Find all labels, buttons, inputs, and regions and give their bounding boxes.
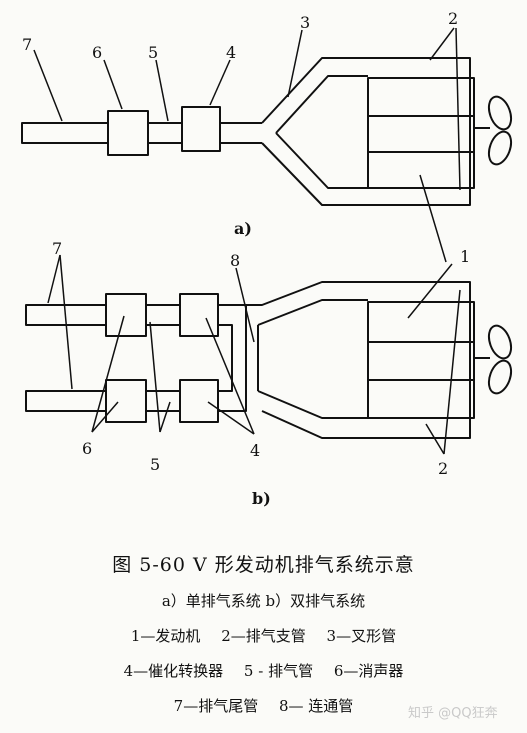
b-crossover-inner xyxy=(218,324,233,392)
b-manifold-outer xyxy=(246,281,471,439)
b-leader-6a xyxy=(91,315,125,433)
b-fan-blade xyxy=(487,359,513,395)
a-leader-6 xyxy=(103,59,123,110)
a-leader-2 xyxy=(429,27,455,61)
b-tailpipe-lower xyxy=(25,390,107,412)
a-tailpipe xyxy=(21,122,109,144)
exhaust-diagram: 7 6 5 4 3 2 a) 1 7 8 6 5 4 2 b) xyxy=(21,9,513,508)
b-converter-upper xyxy=(179,293,219,337)
b-muffler-upper xyxy=(105,293,147,337)
a-fork-inner xyxy=(275,75,368,189)
b-leader-4a xyxy=(205,317,255,435)
b-exhaust-pipe-upper xyxy=(145,304,181,326)
b-fan-blade xyxy=(487,324,513,360)
legend-line-1: 1—发动机 2—排气支管 3—叉形管 xyxy=(0,625,527,646)
legend-item: 2—排气支管 xyxy=(221,627,306,645)
b-exhaust-pipe-lower xyxy=(145,390,181,412)
b-leader-7b xyxy=(59,254,73,390)
label-5-a: 5 xyxy=(148,43,158,62)
a-fork-outer xyxy=(261,57,471,206)
label-4-a: 4 xyxy=(226,43,236,62)
b-engine-bank-bottom xyxy=(367,379,475,419)
label-2-b: 2 xyxy=(438,459,448,478)
a-leader-4 xyxy=(209,59,231,106)
label-8-b: 8 xyxy=(230,251,240,270)
watermark-text: 知乎 @QQ狂奔 xyxy=(408,706,498,721)
label-6-a: 6 xyxy=(92,43,102,62)
figure-subtitle: a）单排气系统 b）双排气系统 xyxy=(161,592,366,610)
legend-item: 4—催化转换器 xyxy=(123,662,224,680)
a-muffler xyxy=(107,110,149,156)
label-7-a: 7 xyxy=(22,35,32,54)
label-4-b: 4 xyxy=(250,441,260,460)
b-leader-1 xyxy=(407,263,453,319)
b-muffler-lower xyxy=(105,379,147,423)
figure-title: 图 5-60 V 形发动机排气系统示意 xyxy=(112,554,415,576)
legend-item: 7—排气尾管 xyxy=(173,697,259,715)
label-2-a: 2 xyxy=(448,9,458,28)
label-a: a) xyxy=(234,219,252,238)
a-leader-3 xyxy=(287,29,303,98)
diagram-b xyxy=(25,254,513,455)
b-leader-4b xyxy=(207,401,255,435)
a-leader-2b xyxy=(455,27,461,191)
b-manifold-inner xyxy=(257,299,368,419)
diagram-a xyxy=(21,27,513,263)
b-engine-bank-mid xyxy=(367,341,475,381)
a-exhaust-pipe xyxy=(147,122,183,144)
label-3-a: 3 xyxy=(300,13,310,32)
label-6-b: 6 xyxy=(82,439,92,458)
b-leader-2a xyxy=(443,289,461,455)
b-leader-6b xyxy=(91,401,119,433)
a-leader-1 xyxy=(419,174,447,263)
legend-item: 8— 连通管 xyxy=(279,697,354,715)
b-converter-lower xyxy=(179,379,219,423)
a-catalytic-converter xyxy=(181,106,221,152)
b-leader-8 xyxy=(235,267,255,343)
label-5-b: 5 xyxy=(150,455,160,474)
a-fan-blade xyxy=(487,130,513,166)
legend-item: 3—叉形管 xyxy=(326,627,397,645)
legend-item: 6—消声器 xyxy=(333,662,404,680)
label-7-b: 7 xyxy=(52,239,62,258)
a-leader-7 xyxy=(33,49,63,122)
b-leader-5a xyxy=(149,321,161,433)
b-leader-7a xyxy=(47,254,61,304)
label-b: b) xyxy=(252,489,271,508)
b-leader-5b xyxy=(159,401,171,433)
a-fan-blade xyxy=(487,95,513,131)
legend-item: 1—发动机 xyxy=(130,627,201,645)
legend-item: 5 - 排气管 xyxy=(243,662,314,680)
legend-line-3: 7—排气尾管 8— 连通管 xyxy=(0,695,527,716)
a-engine-bank-bottom xyxy=(367,151,475,189)
label-1: 1 xyxy=(460,247,470,266)
b-leader-2b xyxy=(425,423,445,455)
a-leader-5 xyxy=(155,59,169,122)
b-crossover-outer xyxy=(218,304,247,412)
a-pipe-to-fork xyxy=(220,122,262,144)
legend-line-2: 4—催化转换器 5 - 排气管 6—消声器 xyxy=(0,660,527,681)
